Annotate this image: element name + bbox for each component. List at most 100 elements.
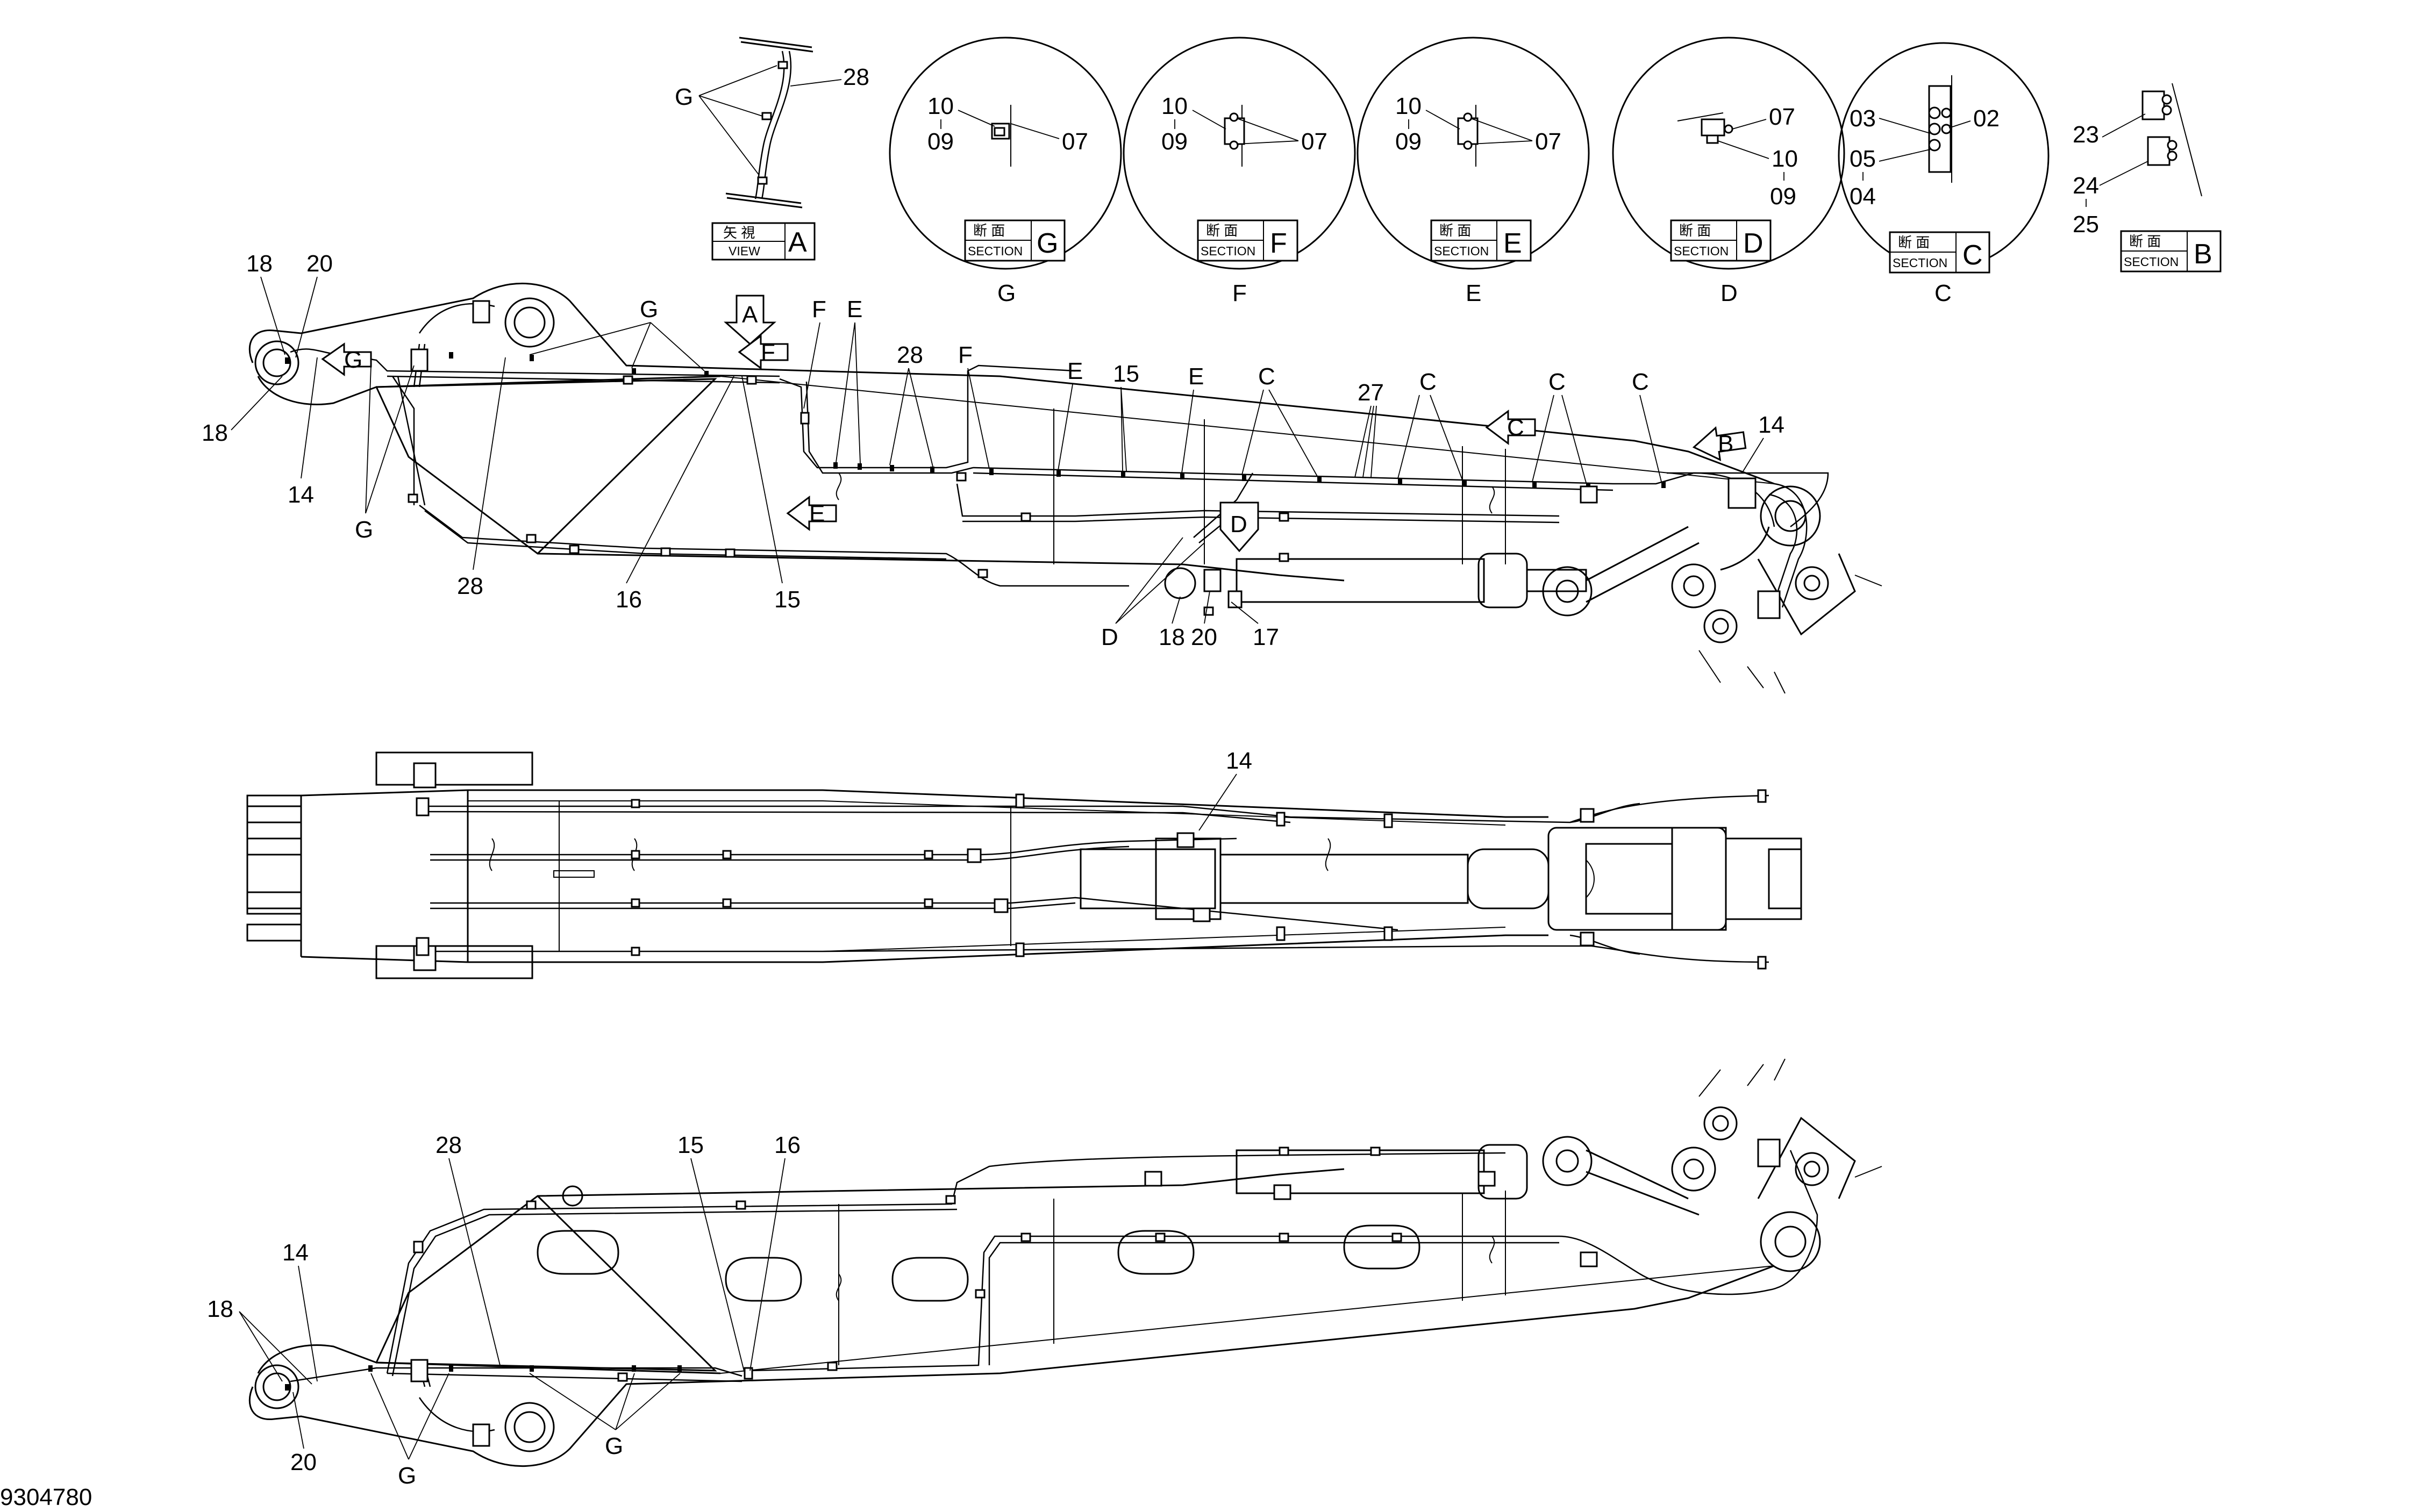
view-a-label-28: 28 [843,64,869,90]
plan-view-boom-outline [246,751,1548,979]
arrow-d-label: D [1230,511,1247,538]
side-label-c-2: C [1419,369,1437,395]
side-view: G A F E C B D [202,250,1882,694]
side-view-cylinder [1236,485,1882,694]
arrow-g-label: G [344,347,362,373]
arrow-f: F [738,334,789,370]
section-e-label-09: 09 [1395,128,1422,155]
side-label-15-left: 15 [774,586,801,613]
side-label-e-right: E [1188,363,1204,390]
section-f-label-09: 09 [1161,128,1188,155]
side-label-f-left: F [812,296,826,323]
bottom-label-20: 20 [290,1449,317,1475]
section-b-box-jp: 断 面 [2129,233,2161,249]
view-a-box: 矢 視 VIEW A [711,222,816,261]
side-label-e-mid: E [1067,358,1083,384]
section-c-box-jp: 断 面 [1898,234,1930,250]
section-b-box-letter: B [2194,239,2212,270]
section-f-box-en: SECTION [1201,244,1255,258]
view-a-detail: G 28 矢 視 VIEW A [675,37,869,261]
section-d-box-en: SECTION [1674,244,1729,258]
bottom-label-18: 18 [207,1296,233,1322]
arrow-a-label: A [742,302,758,328]
side-label-c-1: C [1258,363,1275,390]
plan-view-callouts: 14 [1198,748,1252,831]
plan-view: 14 [246,748,1802,979]
plan-view-hoses [419,794,1769,963]
section-d-box-letter: D [1743,228,1764,259]
section-f-circle-label: F [1232,280,1247,306]
arrow-c: C [1485,410,1536,445]
side-label-27: 27 [1358,379,1384,406]
side-view-section-arrows: G A F E C B D [321,295,1747,553]
section-d-detail: 07 10 09 断 面 SECTION D D [1612,37,1845,306]
side-label-c-4: C [1632,369,1649,395]
section-b-label-23: 23 [2073,121,2099,148]
section-f-box-jp: 断 面 [1206,223,1238,239]
side-label-18-bottom: 18 [1159,624,1185,650]
side-label-20-top: 20 [306,250,333,277]
side-label-g-top: G [640,296,658,323]
arrow-d: D [1219,501,1259,553]
section-g-circle-label: G [997,280,1016,306]
section-e-box-en: SECTION [1434,244,1489,258]
section-g-detail: 10 09 07 断 面 SECTION G G [889,37,1122,306]
section-f-detail: 10 09 07 断 面 SECTION F F [1123,37,1356,306]
section-e-label-10: 10 [1395,93,1422,119]
section-c-label-05: 05 [1850,146,1876,172]
section-b-label-25: 25 [2073,211,2099,238]
side-label-14: 14 [288,482,314,508]
arrow-e-label: E [809,500,825,527]
arrow-c-label: C [1507,414,1524,441]
view-a-box-jp: 矢 視 [723,225,755,241]
side-label-17: 17 [1253,624,1279,650]
bottom-view-clamps [285,1138,1781,1447]
section-b-box-en: SECTION [2124,255,2179,269]
section-b-label-24: 24 [2073,173,2099,199]
plan-label-14: 14 [1226,748,1252,774]
arrow-e: E [786,496,837,531]
side-label-28-left: 28 [457,573,483,599]
section-g-box-en: SECTION [968,244,1023,258]
section-d-label-07: 07 [1769,104,1795,130]
section-d-circle-label: D [1720,280,1738,306]
bottom-label-g-left: G [398,1463,416,1489]
side-label-16: 16 [616,586,642,613]
section-c-box-letter: C [1962,240,1983,271]
section-d-label-09: 09 [1770,183,1796,210]
arrow-f-label: F [761,339,775,366]
side-view-boom-outline [248,282,1775,582]
bottom-view: 28 15 16 14 18 20 G G [207,1058,1882,1489]
arrow-b-label: B [1718,431,1733,457]
section-f-box-letter: F [1270,228,1287,259]
side-label-15-mid: 15 [1113,361,1139,387]
section-e-detail: 10 09 07 断 面 SECTION E E [1357,37,1590,306]
arrow-a: A [724,295,776,346]
section-c-circle-label: C [1934,280,1952,306]
section-e-circle-label: E [1466,280,1481,306]
section-c-label-03: 03 [1850,105,1876,132]
side-label-14-right: 14 [1758,412,1784,438]
side-label-18-top: 18 [246,250,273,277]
bottom-view-callouts: 28 15 16 14 18 20 G G [207,1132,801,1489]
side-label-18-left: 18 [202,420,228,446]
section-g-label-07: 07 [1062,128,1088,155]
section-g-label-09: 09 [927,128,954,155]
side-label-g-left: G [355,517,373,543]
arrow-g: G [321,342,372,376]
section-b-detail: 23 24 25 断 面 SECTION B [2073,83,2222,273]
bottom-view-cylinder [1236,1058,1882,1272]
view-a-callouts: G 28 [675,64,869,176]
bottom-label-g-right: G [605,1433,623,1459]
section-d-box-jp: 断 面 [1679,223,1711,239]
view-a-box-en: VIEW [729,244,760,258]
bottom-label-15: 15 [677,1132,704,1158]
section-c-label-02: 02 [1973,105,2000,132]
side-label-f-mid: F [958,342,973,368]
section-e-box-jp: 断 面 [1439,223,1471,239]
side-label-e-left: E [847,296,862,323]
side-label-20-bottom: 20 [1191,624,1217,650]
section-g-box-letter: G [1037,228,1058,259]
section-g-label-10: 10 [927,93,954,119]
